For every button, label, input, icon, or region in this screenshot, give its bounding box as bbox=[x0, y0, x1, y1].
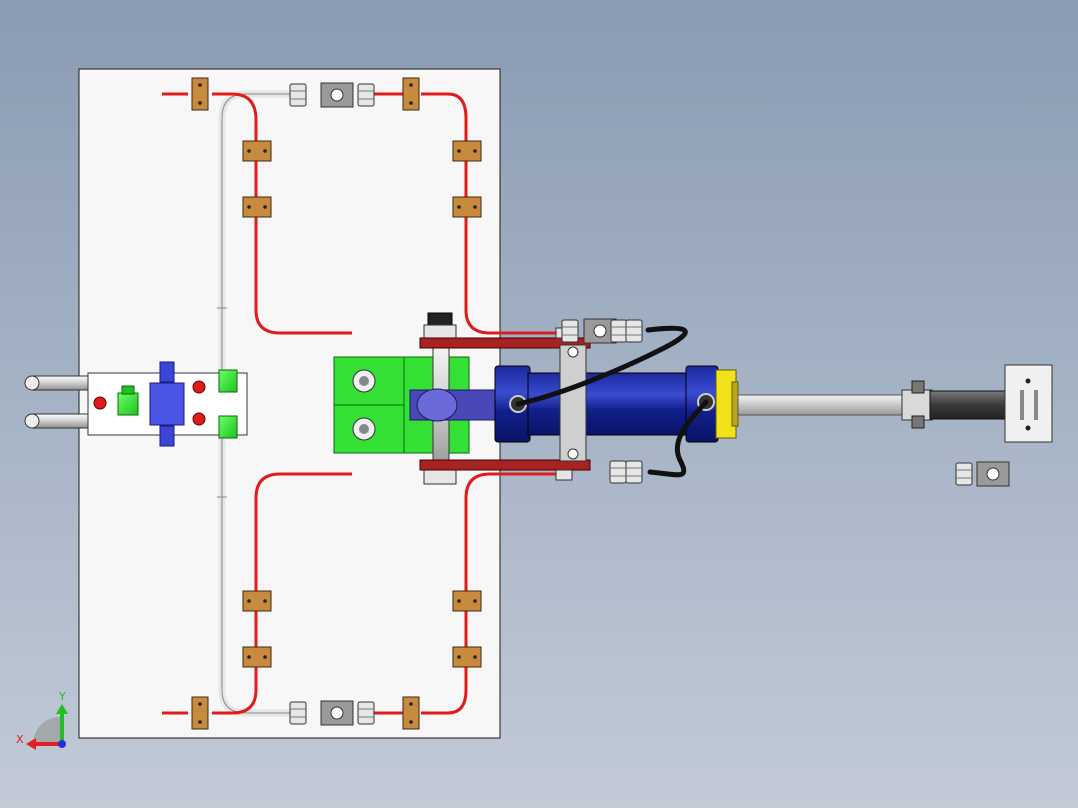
clevis-link[interactable] bbox=[409, 388, 501, 422]
rod-end-plate[interactable] bbox=[1004, 364, 1053, 443]
loose-fitting[interactable] bbox=[955, 461, 1010, 487]
hydraulic-hoses[interactable] bbox=[515, 325, 709, 478]
hydraulic-lines[interactable] bbox=[162, 92, 560, 715]
triad-y-label: Y bbox=[58, 690, 66, 703]
valve-manifold[interactable] bbox=[87, 361, 248, 447]
piston-rod[interactable] bbox=[737, 380, 1031, 429]
coordinate-triad: Y X bbox=[16, 690, 68, 750]
triad-x-label: X bbox=[16, 733, 24, 746]
hydraulic-cylinder[interactable] bbox=[494, 344, 739, 462]
return-tube[interactable] bbox=[217, 90, 290, 717]
